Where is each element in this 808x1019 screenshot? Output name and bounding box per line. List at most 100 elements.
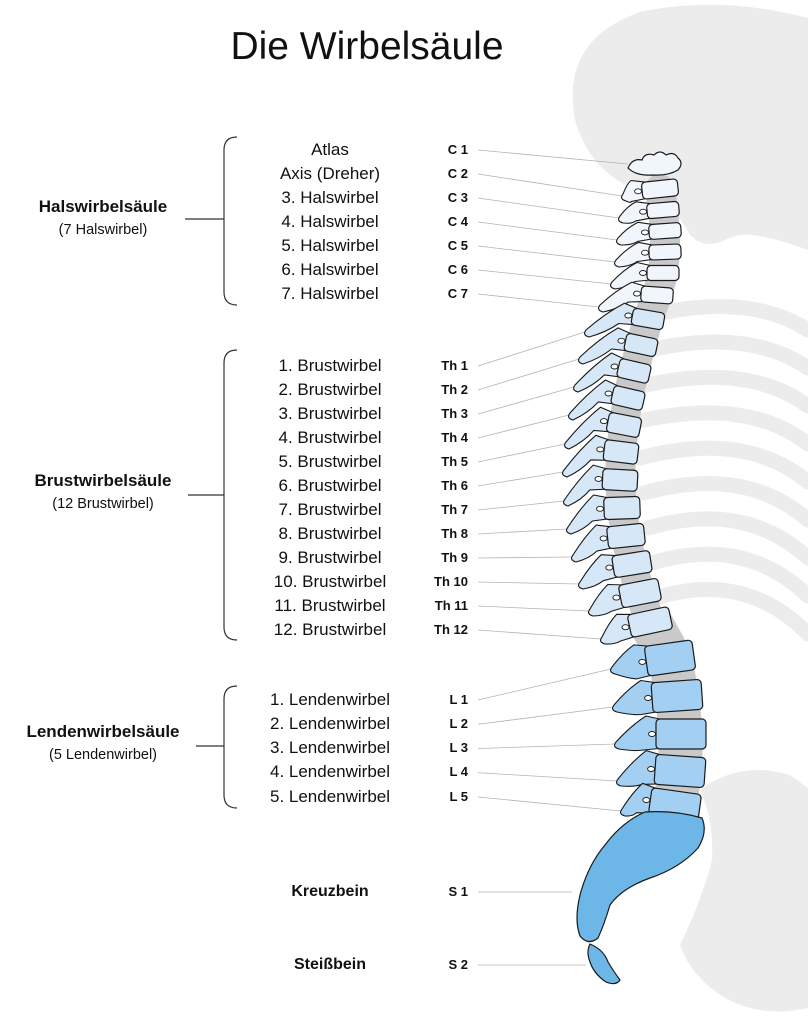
leader-line-C5 <box>478 246 615 262</box>
vertebra-label: 10. Brustwirbel <box>230 572 430 592</box>
leader-line-L4 <box>478 773 617 781</box>
leader-line-Th2 <box>478 359 579 390</box>
vertebra-label: 11. Brustwirbel <box>230 596 430 616</box>
rib-silhouette <box>637 342 808 368</box>
vertebral-body-Th8 <box>604 496 641 519</box>
page-title: Die Wirbelsäule <box>167 22 567 72</box>
vertebral-foramen-C5 <box>642 250 649 255</box>
vertebra-label: 1. Lendenwirbel <box>230 690 430 710</box>
leader-line-Th3 <box>478 387 574 414</box>
vertebra-code: Th 12 <box>434 620 468 640</box>
vertebra-row-c7: 7. Halswirbel C 7 <box>0 284 470 304</box>
vertebral-foramen-Th10 <box>606 565 613 570</box>
leader-line-Th12 <box>478 630 601 639</box>
vertebra-L2 <box>613 679 703 714</box>
vertebra-code: Th 5 <box>441 452 468 472</box>
vertebral-body-C6 <box>647 266 679 281</box>
vertebra-L3 <box>615 716 706 751</box>
vertebra-code: L 2 <box>449 714 468 734</box>
rib-silhouette <box>656 589 808 634</box>
vertebra-label: 9. Brustwirbel <box>230 548 430 568</box>
vertebra-code: C 3 <box>448 188 468 208</box>
leader-line-C6 <box>478 270 611 284</box>
vertebra-code: Th 11 <box>435 596 468 616</box>
vertebral-foramen-Th11 <box>613 595 620 600</box>
vertebra-label: 7. Brustwirbel <box>230 500 430 520</box>
vertebra-code: Th 7 <box>441 500 468 520</box>
leader-line-C2 <box>478 174 622 196</box>
vertebra-label: 3. Brustwirbel <box>230 404 430 424</box>
rib-silhouette <box>634 377 808 406</box>
vertebra-label: Atlas <box>230 140 430 160</box>
leader-line-L1 <box>478 669 611 700</box>
vertebra-code: C 2 <box>448 164 468 184</box>
vertebra-label: 12. Brustwirbel <box>230 620 430 640</box>
vertebra-label: 8. Brustwirbel <box>230 524 430 544</box>
leader-line-Th9 <box>478 557 572 558</box>
vertebral-body-C4 <box>649 222 682 239</box>
vertebra-code: C 7 <box>448 284 468 304</box>
vertebra-row-l4: 4. Lendenwirbel L 4 <box>0 762 470 782</box>
leader-line-C3 <box>478 198 619 218</box>
vertebral-foramen-L1 <box>639 659 646 664</box>
vertebral-body-L1 <box>644 640 696 676</box>
vertebra-row-th2: 2. BrustwirbelTh 2 <box>0 380 470 400</box>
vertebral-foramen-C6 <box>640 271 647 276</box>
vertebral-body-C7 <box>640 286 673 304</box>
vertebral-body-L2 <box>651 679 703 712</box>
vertebra-code: C 6 <box>448 260 468 280</box>
leader-line-Th5 <box>478 444 565 462</box>
leader-line-Th10 <box>478 582 579 584</box>
vertebra-label: 7. Halswirbel <box>230 284 430 304</box>
vertebra-row-th7: 7. Brustwirbel Th 7 <box>0 500 470 520</box>
sacrum-S1 <box>577 812 704 942</box>
vertebral-body-C5 <box>649 244 682 260</box>
vertebra-label: 1. Brustwirbel <box>230 356 430 376</box>
vertebral-foramen-Th3 <box>611 364 618 369</box>
vertebral-foramen-C2 <box>635 189 642 194</box>
vertebral-foramen-L5 <box>643 798 650 803</box>
vertebra-row-th8: 8. BrustwirbelTh 8 <box>0 524 470 544</box>
vertebra-row-l5: 5. LendenwirbelL 5 <box>0 787 470 807</box>
sacrum-code: S 1 <box>448 882 468 902</box>
vertebral-foramen-Th9 <box>600 536 607 541</box>
leader-line-Th4 <box>478 415 569 438</box>
vertebra-row-l1: 1. Lendenwirbel L 1 <box>0 690 470 710</box>
vertebral-foramen-L3 <box>649 732 656 737</box>
leader-line-C7 <box>478 294 599 307</box>
vertebral-body-Th7 <box>602 469 638 492</box>
vertebra-label: 4. Brustwirbel <box>230 428 430 448</box>
vertebral-foramen-C4 <box>642 230 649 235</box>
vertebral-foramen-Th7 <box>595 476 602 481</box>
vertebral-foramen-L4 <box>648 767 655 772</box>
vertebra-label: 4. Lendenwirbel <box>230 762 430 782</box>
vertebral-body-Th9 <box>606 523 645 549</box>
vertebra-code: L 3 <box>449 738 468 758</box>
vertebra-row-th9: 9. BrustwirbelTh 9 <box>0 548 470 568</box>
vertebra-code: C 4 <box>448 212 468 232</box>
vertebral-body-L3 <box>656 719 706 749</box>
vertebra-label: 6. Brustwirbel <box>230 476 430 496</box>
skull-silhouette <box>573 5 808 250</box>
vertebra-label: 6. Halswirbel <box>230 260 430 280</box>
vertebral-foramen-Th6 <box>597 447 604 452</box>
vertebral-foramen-Th1 <box>625 313 632 318</box>
leader-line-Th1 <box>478 332 585 366</box>
vertebra-code: Th 6 <box>441 476 468 496</box>
vertebra-row-c3: 3. Halswirbel C 3 <box>0 188 470 208</box>
vertebra-row-th6: 6. Brustwirbel Th 6 <box>0 476 470 496</box>
vertebra-row-c5: 5. HalswirbelC 5 <box>0 236 470 256</box>
vertebra-code: L 1 <box>449 690 468 710</box>
vertebral-foramen-Th8 <box>597 506 604 511</box>
vertebral-foramen-Th2 <box>618 338 625 343</box>
vertebra-code: L 4 <box>449 762 468 782</box>
vertebra-label: 3. Halswirbel <box>230 188 430 208</box>
vertebra-label: 5. Brustwirbel <box>230 452 430 472</box>
leader-line-L3 <box>478 744 615 749</box>
rib-silhouette <box>631 413 808 444</box>
